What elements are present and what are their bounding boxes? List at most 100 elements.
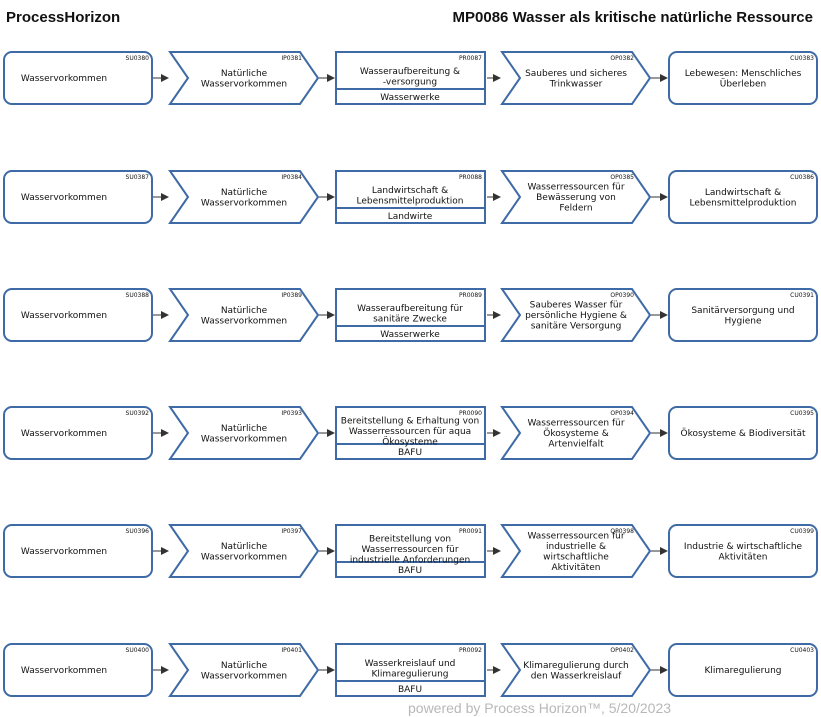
input-shape <box>168 170 320 224</box>
supplier-shape <box>3 51 153 105</box>
customer-shape <box>668 524 818 578</box>
process-role: BAFU <box>398 685 422 695</box>
supplier-shape <box>3 406 153 460</box>
supplier-shape <box>3 170 153 224</box>
supplier-label: Wasservorkommen <box>21 666 107 676</box>
supplier-code: SU0387 <box>126 174 150 181</box>
output-shape <box>500 170 652 224</box>
supplier-label: Wasservorkommen <box>21 74 107 84</box>
output-shape <box>500 51 652 105</box>
input-shape <box>168 524 320 578</box>
footer-credit: powered by Process Horizon™, 5/20/2023 <box>408 700 672 716</box>
supplier-shape <box>3 643 153 697</box>
output-code: OP0390 <box>610 292 634 299</box>
process-label: Wasseraufbereitung &-versorgung <box>360 67 460 88</box>
process-shape <box>335 170 486 224</box>
process-role: Landwirte <box>388 212 433 222</box>
output-code: OP0394 <box>610 410 634 417</box>
process-shape <box>335 51 486 105</box>
output-shape <box>500 643 652 697</box>
input-shape <box>168 51 320 105</box>
customer-label: Ökosysteme & Biodiversität <box>680 428 805 439</box>
process-code: PR0089 <box>459 292 482 299</box>
process-label: Landwirtschaft &Lebensmittelproduktion <box>357 186 464 207</box>
process-role: BAFU <box>398 566 422 576</box>
process-shape <box>335 406 486 460</box>
supplier-code: SU0400 <box>126 647 150 654</box>
customer-code: CU0386 <box>790 174 814 181</box>
customer-code: CU0391 <box>790 292 814 299</box>
supplier-label: Wasservorkommen <box>21 547 107 557</box>
input-code: IP0389 <box>281 292 302 299</box>
process-role: BAFU <box>398 448 422 458</box>
supplier-code: SU0388 <box>126 292 150 299</box>
supplier-label: Wasservorkommen <box>21 311 107 321</box>
supplier-shape <box>3 288 153 342</box>
output-code: OP0398 <box>610 528 634 535</box>
supplier-code: SU0380 <box>126 55 150 62</box>
customer-code: CU0399 <box>790 528 814 535</box>
input-code: IP0393 <box>281 410 302 417</box>
customer-shape <box>668 170 818 224</box>
input-code: IP0384 <box>281 174 302 181</box>
supplier-code: SU0396 <box>126 528 150 535</box>
input-code: IP0401 <box>281 647 302 654</box>
output-code: OP0382 <box>610 55 634 62</box>
customer-label: Klimaregulierung <box>704 666 781 676</box>
input-code: IP0381 <box>281 55 302 62</box>
output-shape <box>500 288 652 342</box>
process-role: Wasserwerke <box>380 330 440 340</box>
customer-code: CU0395 <box>790 410 814 417</box>
output-code: OP0385 <box>610 174 634 181</box>
customer-shape <box>668 406 818 460</box>
customer-code: CU0383 <box>790 55 814 62</box>
input-shape <box>168 406 320 460</box>
process-code: PR0092 <box>459 647 482 654</box>
process-shape <box>335 524 486 578</box>
customer-shape <box>668 643 818 697</box>
